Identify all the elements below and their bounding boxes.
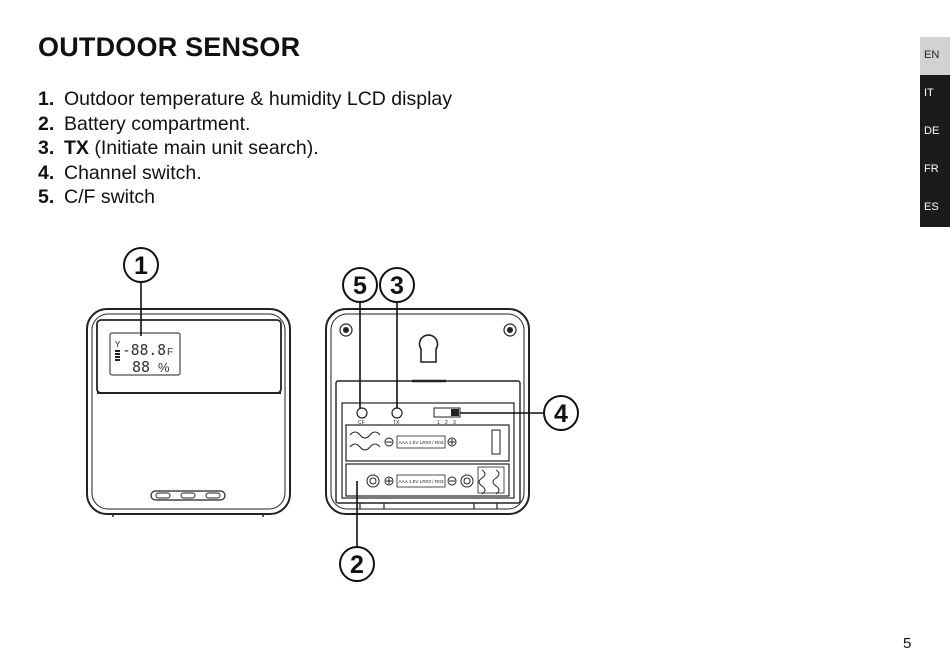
lcd-content: Y -88.8 F 88 %: [115, 340, 173, 376]
feature-list: 1. Outdoor temperature & humidity LCD dis…: [38, 87, 452, 210]
battery-text-lower: AAA 1.5V LR03 / R03: [399, 479, 445, 484]
item-text: Channel switch.: [64, 161, 202, 184]
language-tab-de[interactable]: DE: [920, 113, 950, 151]
list-item: 5. C/F switch: [38, 185, 452, 210]
list-item: 1. Outdoor temperature & humidity LCD dis…: [38, 87, 452, 112]
item-number: 1.: [38, 88, 55, 110]
callout-5-circle: [342, 267, 378, 303]
battery-label-upper: [396, 435, 446, 449]
item-text: (Initiate main unit search).: [88, 137, 319, 159]
item-bold-text: TX: [64, 137, 89, 159]
language-tabs: EN IT DE FR ES: [920, 37, 950, 227]
callout-2-circle: [339, 546, 375, 582]
language-tab-it[interactable]: IT: [920, 75, 950, 113]
language-tab-fr[interactable]: FR: [920, 151, 950, 189]
lcd-temperature-unit: F: [167, 347, 173, 358]
item-number: 2.: [38, 112, 55, 135]
callout-4-circle: [543, 395, 579, 431]
callout-3: 3: [390, 272, 404, 300]
callout-4: 4: [554, 400, 568, 428]
channel-label-3: 3: [453, 420, 456, 426]
cf-switch-label: CF: [358, 420, 365, 426]
antenna-icon: Y: [115, 340, 121, 349]
sensor-back-view: [325, 308, 530, 515]
channel-label-2: 2: [445, 420, 448, 426]
item-text: Outdoor temperature & humidity LCD displ…: [64, 88, 453, 110]
lcd-humidity: 88: [132, 358, 150, 376]
wall-mount-hole: [418, 334, 439, 363]
callout-3-circle: [379, 267, 415, 303]
list-item: 4. Channel switch.: [38, 161, 452, 186]
item-number: 3.: [38, 137, 55, 159]
battery-text-upper: AAA 1.5V LR03 / R03: [399, 440, 445, 445]
item-number: 5.: [38, 186, 55, 208]
tx-button-label: TX: [393, 420, 400, 426]
callout-1: 1: [134, 252, 148, 280]
item-text: C/F switch: [64, 186, 156, 208]
item-text: Battery compartment.: [64, 112, 251, 135]
sensor-front-view: [86, 308, 291, 517]
channel-label-1: 1: [437, 420, 440, 426]
list-item: 2. Battery compartment.: [38, 112, 452, 137]
list-item: 3. TX (Initiate main unit search).: [38, 136, 452, 161]
cf-switch: [356, 407, 368, 419]
page-title: OUTDOOR SENSOR: [38, 32, 301, 62]
page-number: 5: [903, 635, 912, 652]
lcd-humidity-unit: %: [158, 360, 170, 375]
lcd-temperature: -88.8: [122, 341, 166, 359]
language-tab-es[interactable]: ES: [920, 189, 950, 227]
language-tab-en[interactable]: EN: [920, 37, 950, 75]
battery-label-lower: [396, 474, 446, 488]
callout-5: 5: [353, 272, 367, 300]
callout-1-circle: [123, 247, 159, 283]
lcd-display: [109, 332, 181, 376]
item-number: 4.: [38, 161, 55, 184]
callout-leaders: [140, 282, 543, 547]
callout-2: 2: [350, 551, 364, 579]
tx-button: [391, 407, 403, 419]
